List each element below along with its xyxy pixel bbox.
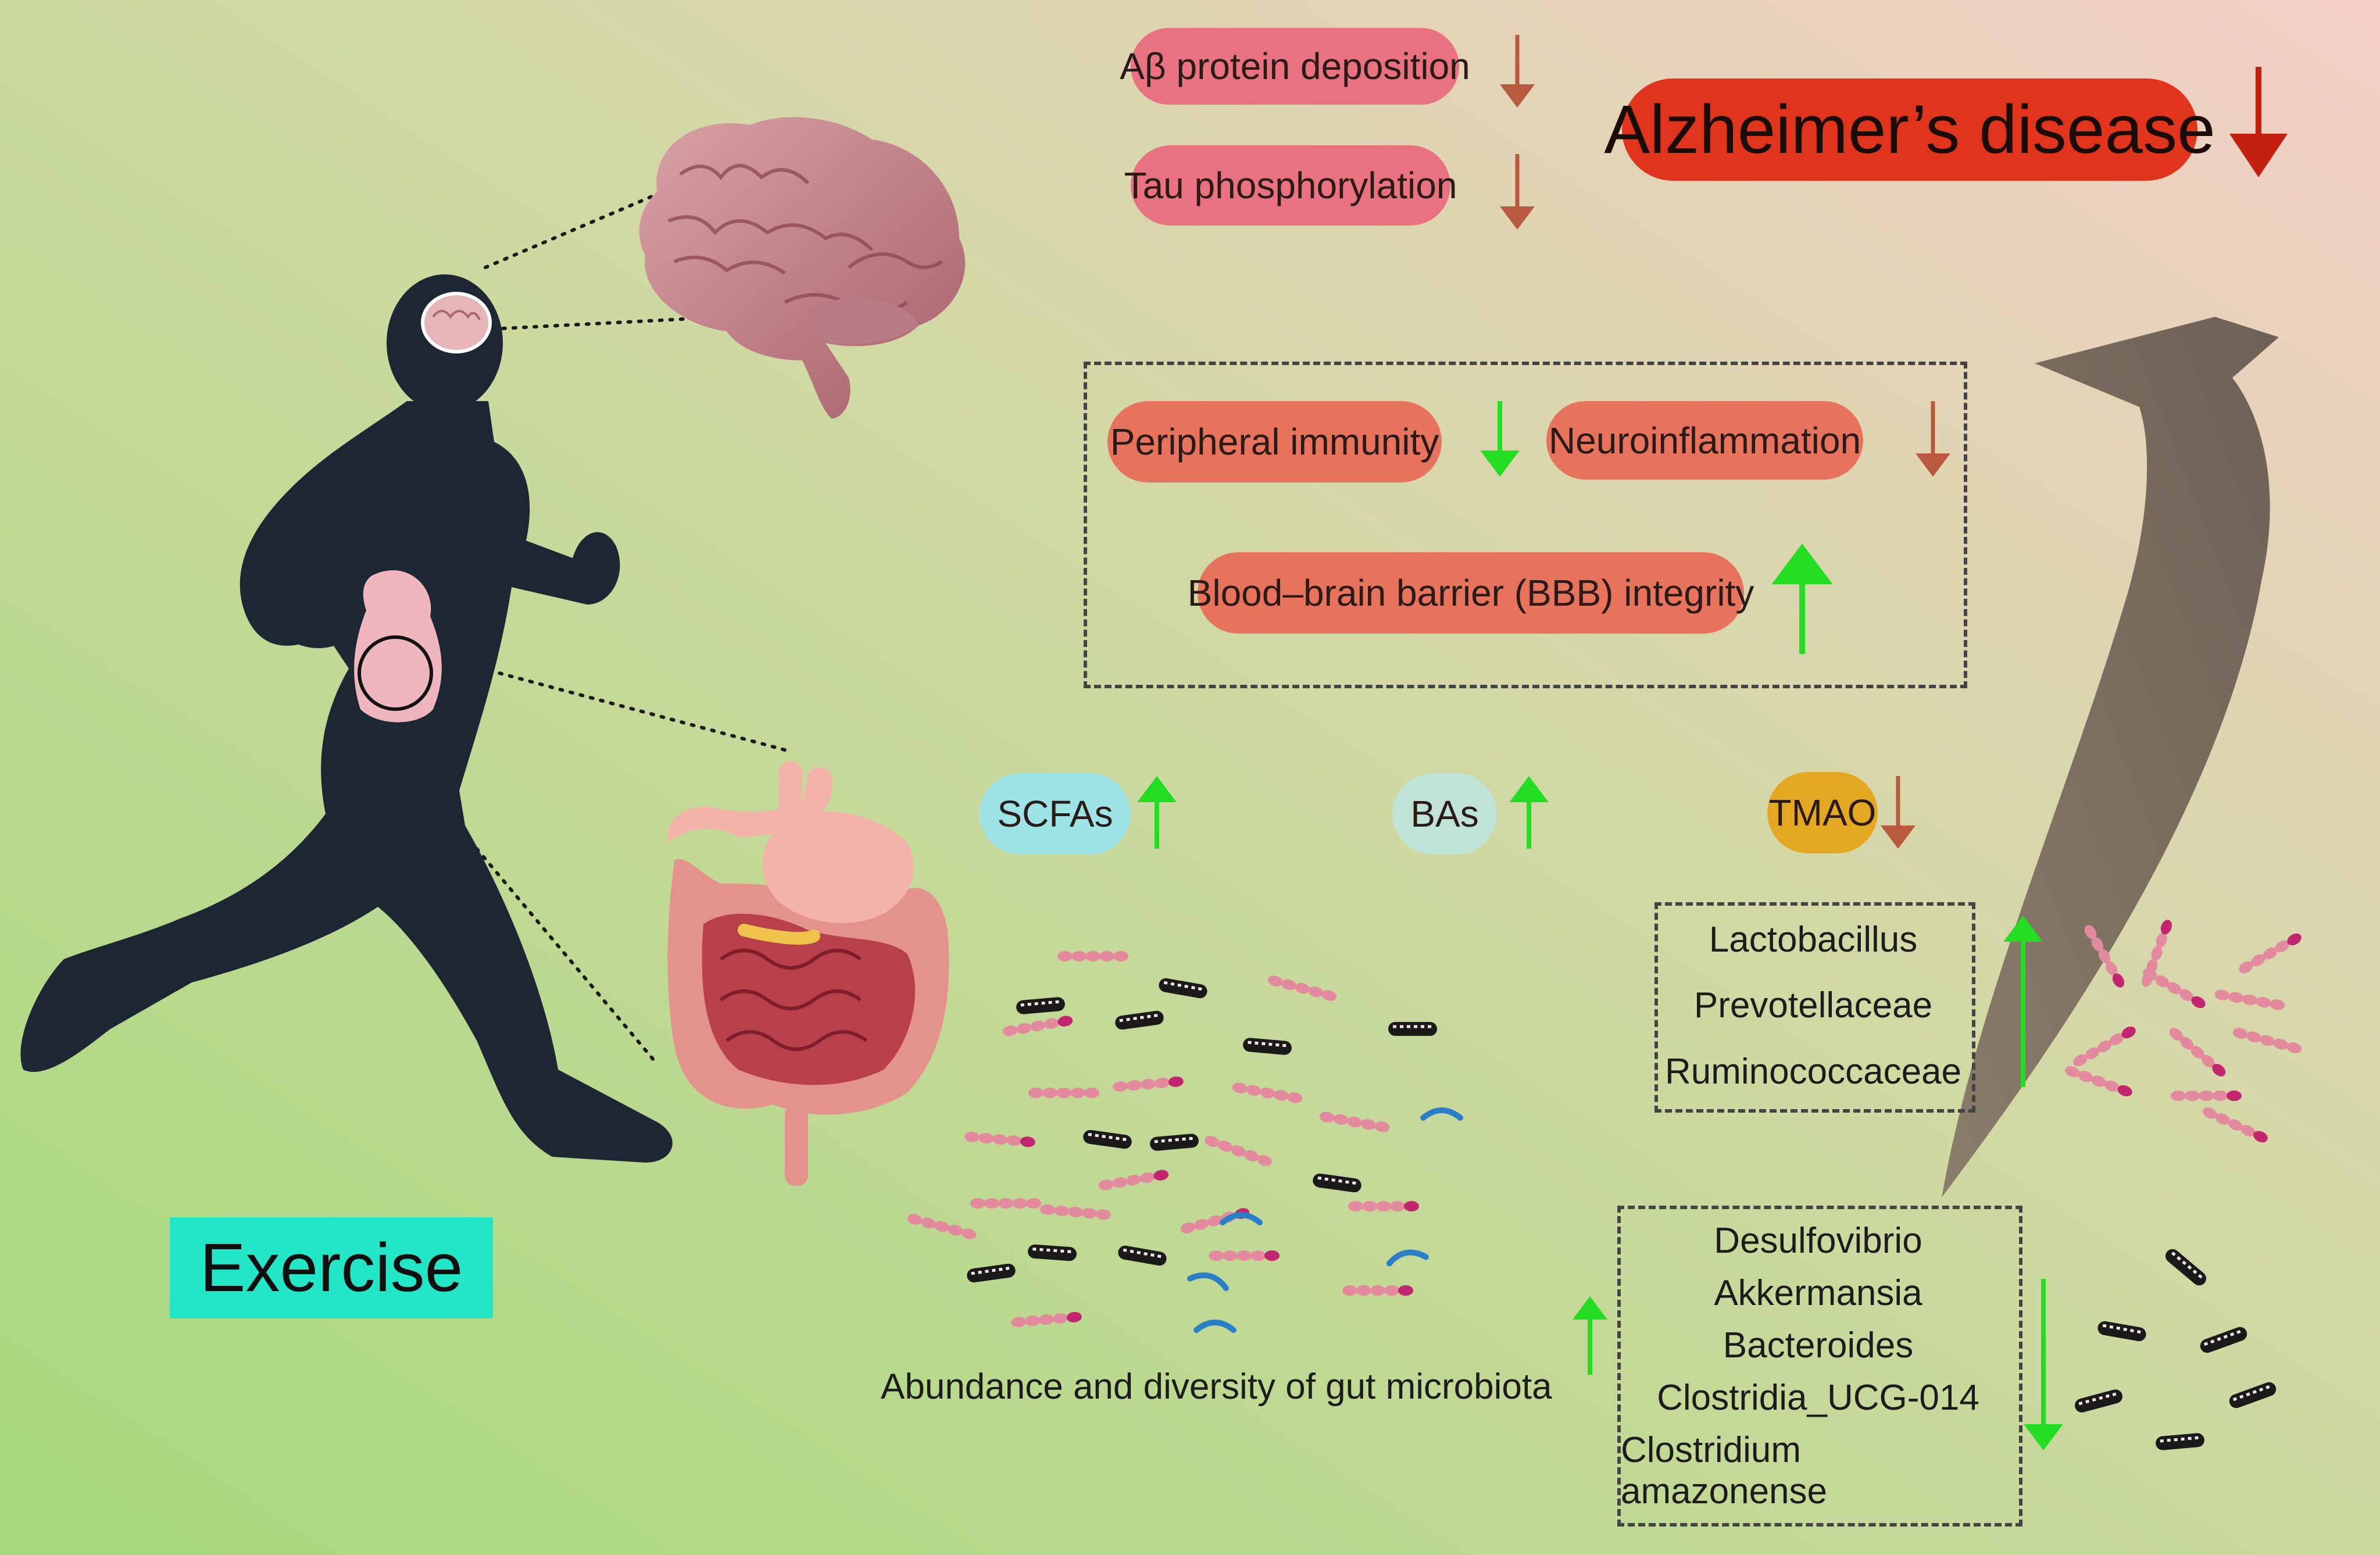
direction-arrows	[1137, 35, 2288, 1450]
bbb-up-arrow-icon	[1771, 544, 1833, 654]
rod-bacteria-icon	[1313, 1173, 1361, 1193]
chain-bacteria-icon	[1342, 1285, 1413, 1296]
digestive-system-icon	[667, 762, 949, 1186]
tmao-pill: TMAO	[1767, 772, 1878, 853]
taxon-name: Prevotellaceae	[1693, 985, 1933, 1026]
abeta-down-arrow-icon	[1500, 35, 1535, 108]
chain-bacteria-icon	[2239, 933, 2302, 974]
chain-bacteria-icon	[1267, 975, 1337, 1001]
increased-taxa-box	[1654, 902, 1975, 1113]
peripheral-immunity-pill: Peripheral immunity	[1107, 401, 1442, 482]
chain-bacteria-icon	[2065, 1066, 2132, 1096]
body-gut-icon	[354, 570, 442, 723]
alzheimers-down-arrow-icon	[2229, 67, 2288, 177]
taxon-name: Ruminococcaceae	[1664, 1051, 1962, 1092]
rod-bacteria-icon	[2156, 1433, 2204, 1450]
chain-bacteria-icon	[2214, 989, 2285, 1010]
rod-bacteria-icon	[1028, 1244, 1077, 1261]
chain-bacteria-icon	[1002, 1016, 1073, 1036]
chain-bacteria-icon	[2203, 1107, 2268, 1143]
rod-bacteria-icon	[967, 1263, 1016, 1283]
tau-down-arrow-icon	[1500, 154, 1535, 230]
chain-bacteria-icon	[1319, 1111, 1390, 1132]
chain-bacteria-icon	[907, 1214, 977, 1239]
chain-bacteria-icon	[1209, 1250, 1280, 1261]
rod-bacteria-icon	[1150, 1134, 1199, 1151]
rod-bacteria-icon	[2229, 1382, 2277, 1409]
chain-bacteria-icon	[1348, 1201, 1419, 1211]
rod-bacteria-icon	[2165, 1249, 2206, 1286]
vibrio-bacteria-icon	[1220, 1212, 1263, 1225]
chain-bacteria-icon	[1098, 1170, 1169, 1191]
rod-bacteria-icon	[2200, 1327, 2247, 1353]
neuroinflammation-down-arrow-icon	[1916, 401, 1950, 477]
immune-effects-box	[1084, 362, 1967, 688]
decreased-taxa-down-arrow-icon	[2024, 1279, 2063, 1450]
rod-bacteria-icon	[1388, 1022, 1437, 1036]
chain-bacteria-icon	[1040, 1204, 1111, 1220]
rod-bacteria-icon	[2075, 1389, 2122, 1413]
chain-bacteria-icon	[2084, 925, 2125, 988]
microbiota-caption: Abundance and diversity of gut microbiot…	[881, 1367, 1552, 1407]
vibrio-bacteria-icon	[1193, 1320, 1237, 1333]
microbiota-up-arrow-icon	[1573, 1296, 1607, 1375]
gut-microbiota-icon	[907, 951, 1463, 1333]
chain-bacteria-icon	[1028, 1088, 1099, 1098]
chain-bacteria-icon	[964, 1131, 1035, 1148]
neuroinflammation-pill: Neuroinflammation	[1546, 401, 1863, 480]
taxon-name: Clostridium amazonense	[1621, 1429, 1828, 1511]
chain-bacteria-icon	[970, 1198, 1041, 1209]
chain-bacteria-icon	[1232, 1082, 1303, 1103]
rod-bacteria-icon	[1016, 997, 1065, 1014]
rod-bacteria-icon	[1243, 1038, 1292, 1055]
exercise-label: Exercise	[170, 1217, 493, 1318]
rod-bacteria-icon	[2097, 1321, 2146, 1342]
alzheimers-disease-title: Alzheimer’s disease	[1604, 78, 2215, 181]
rod-bacteria-icon	[1118, 1245, 1167, 1266]
vibrio-bacteria-icon	[1187, 1272, 1229, 1292]
chain-bacteria-icon	[1113, 1076, 1184, 1092]
bbb-integrity-pill: Blood–brain barrier (BBB) integrity	[1188, 552, 1754, 634]
taxon-name: Bacteroides	[1723, 1325, 1914, 1365]
chain-bacteria-icon	[2073, 1026, 2136, 1067]
chain-bacteria-icon	[1057, 951, 1128, 961]
taxon-name: Desulfovibrio	[1714, 1221, 1922, 1261]
abeta-deposition-pill: Aβ protein deposition	[1120, 28, 1470, 105]
big-curved-arrow-icon	[1942, 317, 2279, 1197]
decreased-taxa-box	[1617, 1206, 2022, 1527]
taxon-name: Clostridia_UCG-014	[1657, 1377, 1979, 1418]
scfas-up-arrow-icon	[1137, 776, 1177, 849]
tau-phosphorylation-pill: Tau phosphorylation	[1124, 145, 1457, 226]
chain-bacteria-icon	[1205, 1136, 1272, 1166]
head-brain-icon	[421, 292, 492, 353]
brain-icon	[639, 117, 966, 419]
rod-bacteria-icon	[1115, 1010, 1164, 1030]
bas-pill: BAs	[1392, 773, 1497, 855]
chain-bacteria-icon	[2169, 1028, 2226, 1077]
peripheral-immunity-down-arrow-icon	[1480, 401, 1520, 477]
chain-bacteria-icon	[1011, 1311, 1082, 1328]
taxa-bacteria-icon	[2065, 920, 2302, 1450]
tmao-down-arrow-icon	[1881, 776, 1916, 849]
rod-bacteria-icon	[1083, 1129, 1132, 1149]
chain-bacteria-icon	[2143, 968, 2206, 1009]
vibrio-bacteria-icon	[1386, 1249, 1429, 1267]
taxon-name: Akkermansia	[1714, 1273, 1922, 1314]
increased-taxa-up-arrow-icon	[2003, 916, 2043, 1087]
rod-bacteria-icon	[1159, 978, 1207, 999]
scfas-pill: SCFAs	[980, 773, 1131, 855]
taxon-name: Lactobacillus	[1709, 920, 1918, 960]
chain-bacteria-icon	[2232, 1028, 2302, 1053]
bas-up-arrow-icon	[1509, 776, 1549, 849]
chain-bacteria-icon	[2171, 1091, 2242, 1101]
vibrio-bacteria-icon	[1420, 1107, 1463, 1121]
